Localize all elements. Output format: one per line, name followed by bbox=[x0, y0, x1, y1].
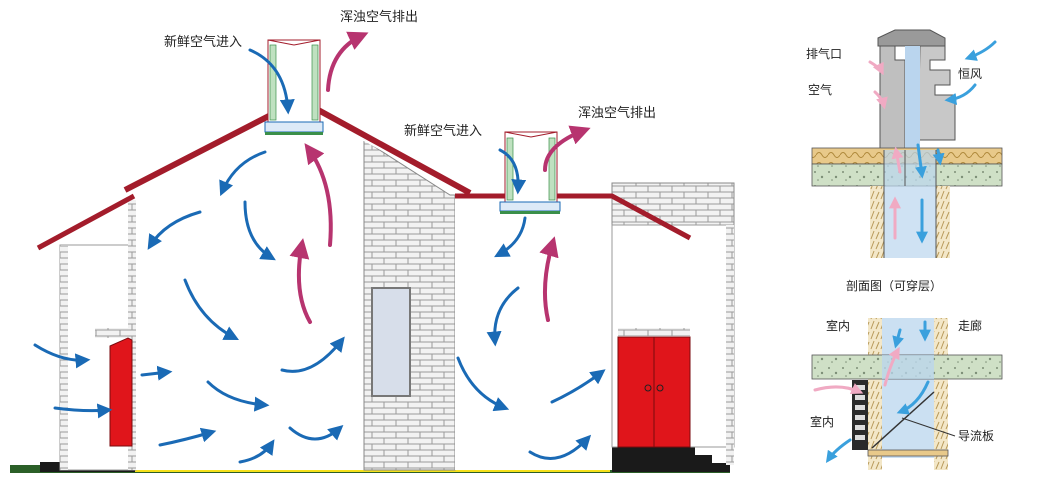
main-wall bbox=[136, 160, 364, 470]
label-indoor-lower: 室内 bbox=[810, 414, 834, 429]
right-steps bbox=[612, 445, 730, 472]
roof-vent-right bbox=[499, 131, 561, 214]
right-brick-top bbox=[611, 182, 735, 226]
label-corridor: 走廊 bbox=[958, 318, 982, 333]
label-exhaust-out-1: 浑浊空气排出 bbox=[340, 9, 418, 25]
detail-flow-arrows bbox=[868, 40, 997, 244]
label-fresh-in-1: 新鲜空气进入 bbox=[164, 34, 242, 50]
fresh-air-arrows bbox=[33, 48, 606, 464]
label-exhaust-port: 排气口 bbox=[806, 46, 842, 61]
vent-cap-detail bbox=[811, 29, 1003, 258]
left-door bbox=[109, 337, 133, 447]
label-indoor-upper: 室内 bbox=[826, 318, 850, 333]
left-wing-roof bbox=[36, 193, 136, 251]
label-fresh-in-2: 新鲜空气进入 bbox=[404, 123, 482, 139]
window bbox=[371, 287, 411, 397]
right-section-wall bbox=[455, 195, 612, 470]
right-annex-brick-edge bbox=[726, 225, 734, 465]
roof-vent-left bbox=[264, 39, 324, 135]
label-constant-wind: 恒风 bbox=[958, 67, 982, 81]
label-exhaust-out-2: 浑浊空气排出 bbox=[578, 105, 656, 121]
label-air: 空气 bbox=[808, 82, 832, 97]
right-door-frame bbox=[618, 328, 690, 336]
section-flow-arrows bbox=[813, 320, 931, 463]
exhaust-air-arrows bbox=[289, 31, 591, 324]
left-door-frame bbox=[95, 328, 135, 338]
label-section-title: 剖面图（可穿层） bbox=[846, 278, 942, 293]
label-deflector: 导流板 bbox=[958, 429, 994, 443]
